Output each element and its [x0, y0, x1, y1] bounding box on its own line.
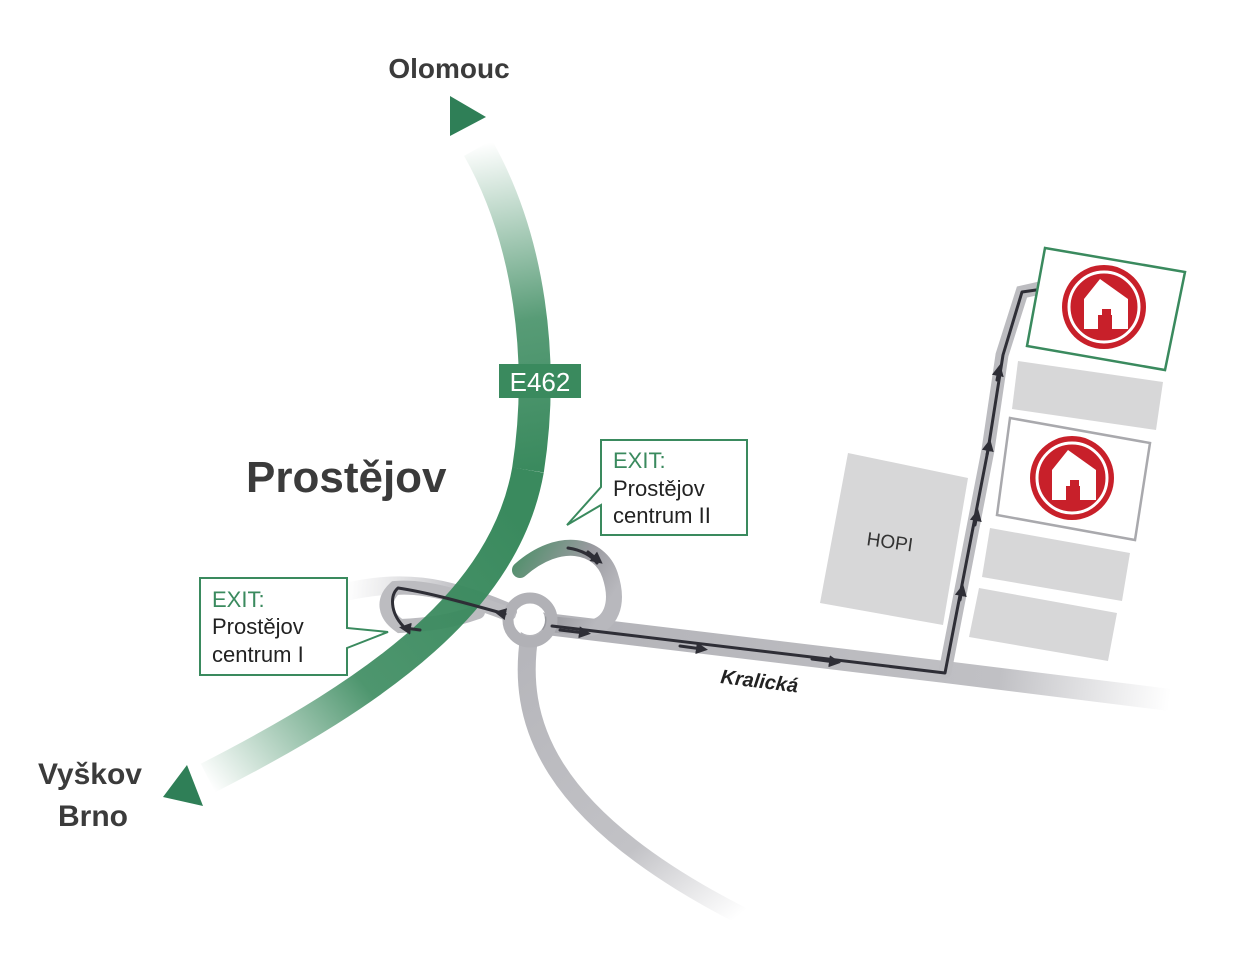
- destination-south-line1: Vyškov: [38, 758, 142, 791]
- city-label: Prostějov: [246, 453, 447, 502]
- highway-south-section: [200, 467, 544, 793]
- highway-north-section: [464, 140, 551, 473]
- route-exit-1: [391, 586, 507, 628]
- triangle-arrow-icon: [163, 765, 203, 806]
- svg-text:EXIT:: EXIT:: [613, 448, 666, 473]
- road-south: [517, 623, 749, 924]
- highway-e462: [200, 140, 551, 793]
- building-block: [1012, 361, 1163, 430]
- road-kralicka: [519, 611, 1181, 711]
- highway-badge: E462: [499, 364, 581, 398]
- ramp-loop-2: [512, 539, 622, 637]
- triangle-arrow-icon: [450, 96, 486, 136]
- svg-text:centrum I: centrum I: [212, 642, 304, 667]
- red-castle-logo-icon: [1062, 265, 1146, 349]
- roundabout: [502, 592, 558, 648]
- destination-building-1[interactable]: [1025, 246, 1187, 372]
- building-blocks: [820, 361, 1163, 661]
- destination-south-line2: Brno: [58, 800, 128, 833]
- building-hopi: [820, 453, 968, 625]
- red-castle-logo-icon: [1030, 436, 1114, 520]
- route-main: [550, 288, 1038, 675]
- building-block: [982, 528, 1130, 601]
- destination-building-2[interactable]: [995, 416, 1152, 542]
- svg-text:E462: E462: [510, 367, 571, 397]
- street-label-kralicka: Kralická: [719, 666, 799, 697]
- route-line: [391, 288, 1038, 675]
- svg-text:Prostějov: Prostějov: [613, 476, 705, 501]
- destination-north: Olomouc: [388, 53, 509, 84]
- svg-text:centrum II: centrum II: [613, 503, 711, 528]
- exit-callout-1: EXIT: Prostějov centrum I: [199, 577, 389, 676]
- svg-text:EXIT:: EXIT:: [212, 587, 265, 612]
- exit-callout-2: EXIT: Prostějov centrum II: [566, 439, 748, 536]
- building-block: [969, 588, 1117, 661]
- svg-text:Prostějov: Prostějov: [212, 614, 304, 639]
